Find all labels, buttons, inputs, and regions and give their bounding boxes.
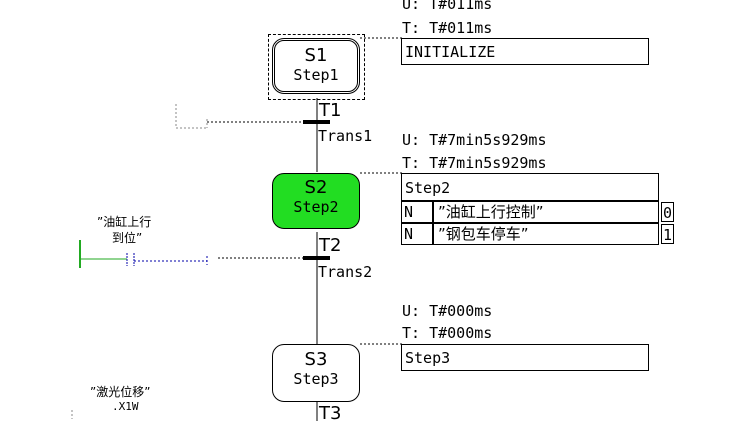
step-s3-action-title: Step3 [405, 349, 451, 367]
transition-t2-condition-line2: 到位” [112, 231, 143, 245]
step-s1-action-block[interactable]: INITIALIZE [401, 38, 649, 65]
step-s3-time-u: U: T#000ms [402, 302, 493, 320]
transition-t1-name[interactable]: T1 [319, 100, 342, 121]
transition-t2-label: Trans2 [318, 263, 373, 281]
action-row-2-name[interactable]: ”钢包车停车” [433, 223, 659, 245]
step-s3-name: S3 [304, 349, 328, 370]
step-s1[interactable]: S1 Step1 [272, 38, 360, 94]
step-s2-action-title: Step2 [405, 179, 451, 197]
step-s1-name: S1 [304, 45, 328, 66]
transition-t3-name[interactable]: T3 [319, 403, 342, 424]
transition-t3-condition-line2: .X1W [112, 400, 139, 413]
step-s2-label: Step2 [293, 198, 339, 216]
action-row-1-value: 0 [661, 202, 674, 222]
step-s3-label: Step3 [293, 370, 339, 388]
action-row-2-value: 1 [661, 224, 674, 244]
step-s1-action-title: INITIALIZE [405, 43, 496, 61]
transition-t3-condition-line1: ”激光位移” [90, 385, 151, 399]
step-s1-selection [268, 34, 365, 100]
transition-t2-name[interactable]: T2 [319, 235, 342, 256]
step-s2-name: S2 [304, 177, 328, 198]
transition-t2-bar [303, 256, 330, 260]
action-row-1-qualifier[interactable]: N [401, 201, 433, 223]
step-s2-action-block[interactable]: Step2 [401, 173, 659, 201]
step-s3[interactable]: S3 Step3 [272, 344, 360, 402]
step-s1-time-t: T: T#011ms [402, 19, 493, 37]
transition-t1-label: Trans1 [318, 127, 373, 145]
step-s2[interactable]: S2 Step2 [272, 173, 360, 229]
step-s2-time-u: U: T#7min5s929ms [402, 131, 547, 149]
step-s3-time-t: T: T#000ms [402, 324, 493, 342]
step-s1-label: Step1 [293, 66, 339, 84]
transition-t1-bar [303, 120, 330, 124]
action-row-1-name[interactable]: ”油缸上行控制” [433, 201, 659, 223]
step-s3-action-block[interactable]: Step3 [401, 344, 649, 371]
step-s2-time-t: T: T#7min5s929ms [402, 154, 547, 172]
step-s1-time-u: U: T#011ms [402, 0, 493, 13]
action-row-2-qualifier[interactable]: N [401, 223, 433, 245]
transition-t2-condition-line1: ”油缸上行 [97, 215, 152, 229]
